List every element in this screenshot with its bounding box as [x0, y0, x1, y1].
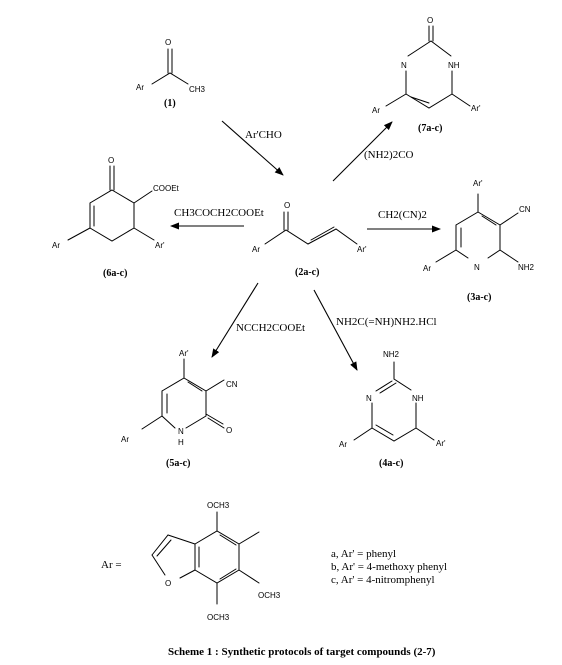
ar-label: Ar — [423, 264, 431, 273]
arrow-2-to-7 — [332, 121, 393, 182]
compound-7-pyrimidinone: O N NH Ar Ar' (7a-c) — [372, 16, 481, 134]
ar-label: Ar — [339, 440, 347, 449]
ring-nitrogen-label: N — [401, 61, 407, 70]
oxo-oxygen-label: O — [226, 426, 232, 435]
ring-nh-label: NH — [448, 61, 460, 70]
carbonyl-oxygen-label: O — [165, 38, 171, 47]
substituent-legend: a, Ar' = phenyl b, Ar' = 4-methoxy pheny… — [331, 548, 447, 586]
ring-nh-label: NH — [412, 394, 424, 403]
methoxy-top-label: OCH3 — [207, 501, 230, 510]
ar-prime-label: Ar' — [473, 179, 483, 188]
reaction-arrows — [170, 120, 441, 371]
ar-prime-label: Ar' — [179, 349, 189, 358]
ar-definition: Ar = O OCH3 OCH3 OCH3 — [101, 501, 281, 622]
legend-item-b: b, Ar' = 4-methoxy phenyl — [331, 561, 447, 573]
reagent-malononitrile: CH2(CN)2 — [378, 209, 427, 221]
compound-5-pyridone: Ar' CN O N H Ar (5a-c) — [121, 349, 238, 469]
methyl-label: CH3 — [189, 85, 206, 94]
ar-equals-label: Ar = — [101, 559, 122, 571]
carbonyl-oxygen-label: O — [284, 201, 290, 210]
compound-2-id: (2a-c) — [295, 267, 319, 278]
ar-prime-label: Ar' — [436, 439, 446, 448]
reagent-guanidine-hcl: NH2C(=NH)NH2.HCl — [336, 316, 437, 328]
arrow-2-to-4 — [313, 289, 358, 371]
compound-3-cyanopyridine: Ar' CN NH2 N Ar (3a-c) — [423, 179, 535, 303]
ar-label: Ar — [372, 106, 380, 115]
reagent-ethyl-acetoacetate: CH3COCH2COOEt — [174, 207, 264, 219]
ketone-oxygen-label: O — [108, 156, 114, 165]
reagent-labels: Ar'CHO (NH2)2CO CH3COCH2COOEt CH2(CN)2 N… — [174, 129, 437, 334]
compound-7-id: (7a-c) — [418, 123, 442, 134]
amino-label: NH2 — [518, 263, 535, 272]
scheme-caption: Scheme 1 : Synthetic protocols of target… — [168, 646, 436, 658]
furan-oxygen-label: O — [165, 579, 171, 588]
arrow-2-to-5 — [211, 282, 259, 358]
ar-label: Ar — [252, 245, 260, 254]
ring-nitrogen-label: N — [366, 394, 372, 403]
compound-1-acetophenone: O Ar CH3 (1) — [136, 38, 206, 109]
ring-h-label: H — [178, 438, 184, 447]
compound-6-id: (6a-c) — [103, 268, 127, 279]
methoxy-bottom-label: OCH3 — [207, 613, 230, 622]
arrow-1-to-2 — [221, 120, 284, 176]
legend-item-a: a, Ar' = phenyl — [331, 548, 396, 560]
compound-1-id: (1) — [164, 98, 176, 109]
compound-6-cyclohexenone: O COOEt Ar' Ar (6a-c) — [52, 156, 180, 279]
ar-label: Ar — [52, 241, 60, 250]
ester-label: COOEt — [153, 184, 180, 193]
compound-2-chalcone: O Ar Ar' (2a-c) — [252, 201, 367, 278]
methoxy-right-label: OCH3 — [258, 591, 281, 600]
reagent-urea: (NH2)2CO — [364, 149, 414, 161]
nitrile-label: CN — [519, 205, 531, 214]
ar-label: Ar — [121, 435, 129, 444]
ar-prime-label: Ar' — [357, 245, 367, 254]
ring-nitrogen-label: N — [178, 427, 184, 436]
reagent-aryl-aldehyde: Ar'CHO — [245, 129, 282, 141]
ar-prime-label: Ar' — [471, 104, 481, 113]
ar-label: Ar — [136, 83, 144, 92]
ar-prime-label: Ar' — [155, 241, 165, 250]
compound-3-id: (3a-c) — [467, 292, 491, 303]
oxo-oxygen-label: O — [427, 16, 433, 25]
compound-4-id: (4a-c) — [379, 458, 403, 469]
compound-4-dihydropyrimidine: NH2 N NH Ar Ar' (4a-c) — [339, 350, 446, 469]
legend-item-c: c, Ar' = 4-nitromphenyl — [331, 574, 435, 586]
amino-label: NH2 — [383, 350, 400, 359]
ring-nitrogen-label: N — [474, 263, 480, 272]
nitrile-label: CN — [226, 380, 238, 389]
compound-5-id: (5a-c) — [166, 458, 190, 469]
reagent-ethyl-cyanoacetate: NCCH2COOEt — [236, 322, 305, 334]
